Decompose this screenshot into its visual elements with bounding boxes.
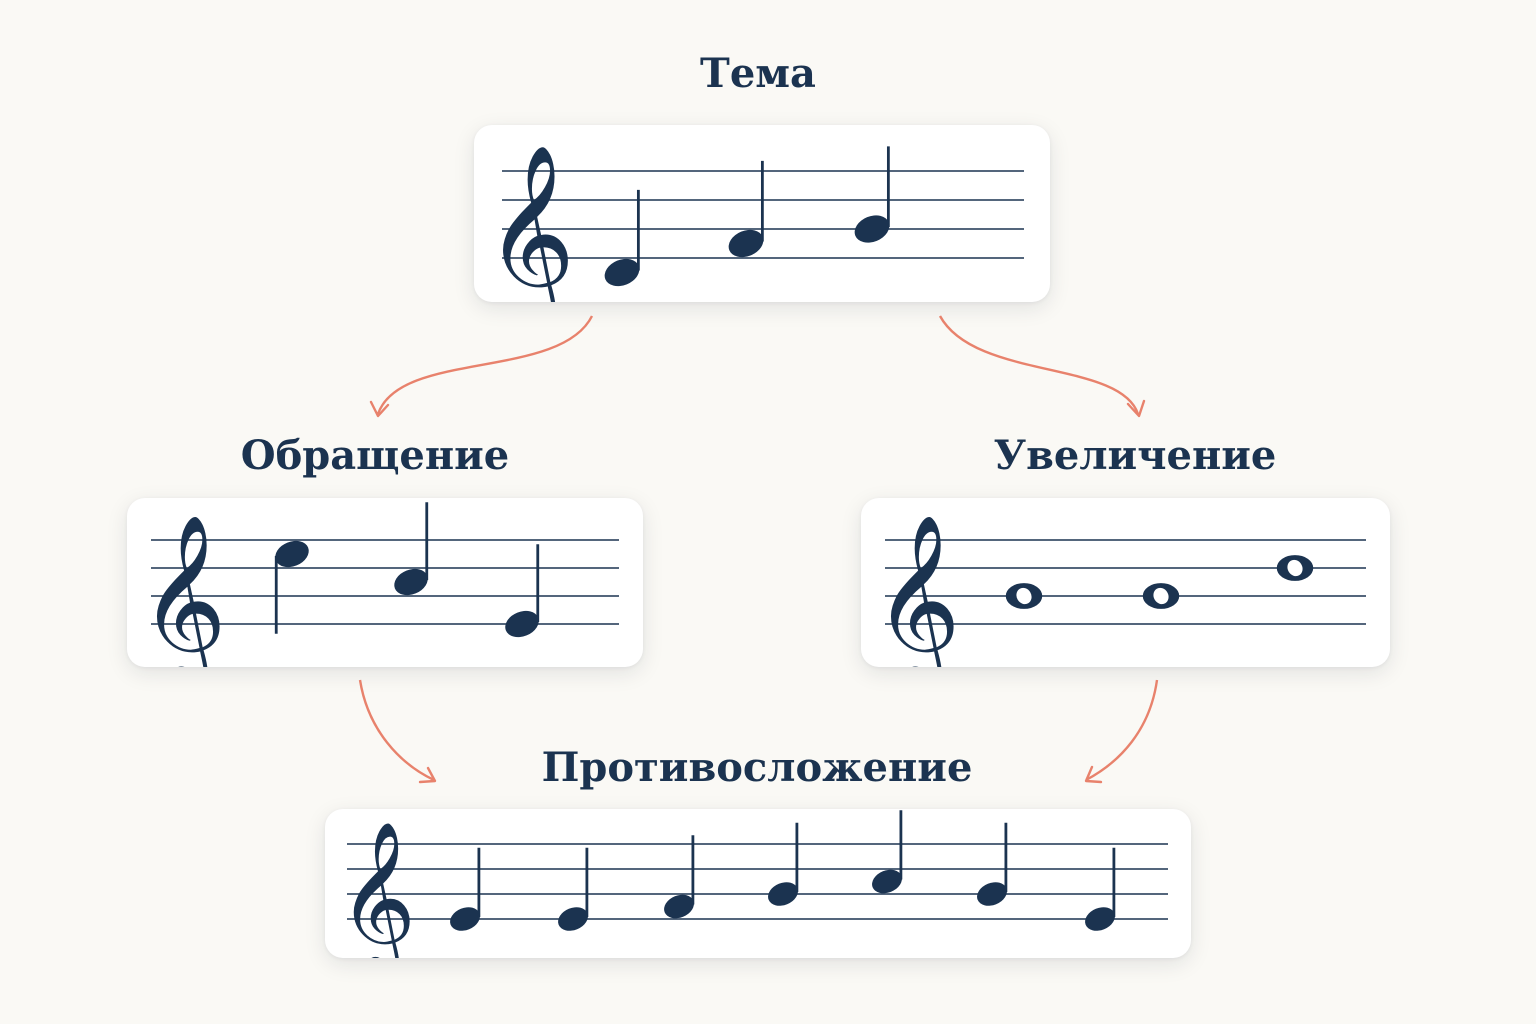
card-countersubject: 𝄞 [325,809,1191,958]
note [768,822,799,906]
note [274,540,309,634]
arrow-theme-augmentation [938,315,1146,418]
note [450,847,481,931]
title-theme: Тема [700,50,816,97]
arrow-icon [369,400,390,418]
arrow-icon [418,766,437,784]
card-theme: 𝄞 [474,125,1050,302]
treble-clef-icon: 𝄞 [338,821,416,958]
arrow-inversion-countersubject [358,679,437,784]
card-inversion: 𝄞 [127,498,643,667]
note [394,502,429,596]
arrow-theme-inversion [369,315,594,418]
note [728,160,764,258]
note [604,189,640,287]
title-countersubject: Противосложение [541,744,973,791]
arrow-icon [1126,399,1146,418]
staff: 𝄞 [873,513,1366,667]
treble-clef-icon: 𝄞 [139,513,227,667]
staff: 𝄞 [338,810,1168,958]
staff: 𝄞 [485,144,1024,302]
title-inversion: Обращение [240,432,510,479]
note [664,835,695,919]
title-augmentation: Увеличение [993,432,1277,479]
arrow-augmentation-countersubject [1084,679,1159,784]
card-augmentation: 𝄞 [861,498,1390,667]
note [1005,583,1043,609]
note [505,544,540,638]
note [1085,847,1116,931]
staff: 𝄞 [139,502,619,667]
note [854,146,890,243]
note [1142,583,1180,609]
treble-clef-icon: 𝄞 [873,513,961,667]
treble-clef-icon: 𝄞 [485,144,576,302]
note [977,822,1008,906]
note [1276,555,1314,581]
note [872,810,903,894]
arrow-icon [1084,765,1103,784]
note [558,847,589,931]
